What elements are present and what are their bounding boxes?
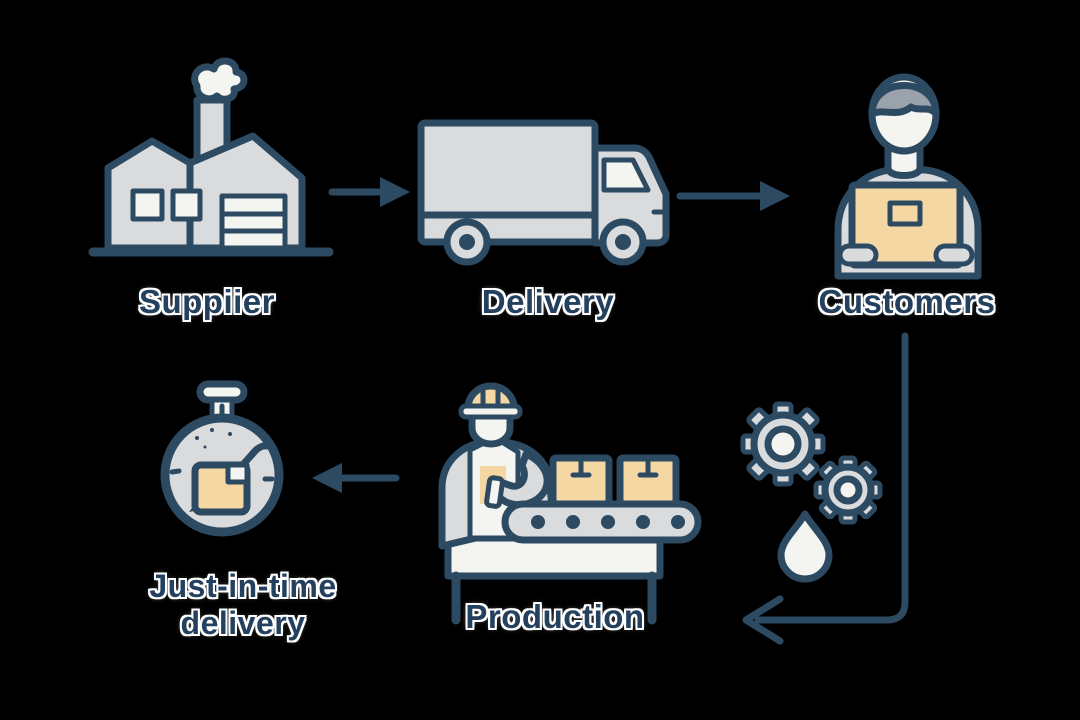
customers-node: [828, 62, 988, 280]
supplier-node: [85, 56, 335, 271]
arrow-left-icon: [312, 463, 400, 493]
jit-label-line1: Just-in-time: [149, 568, 337, 604]
process-node: [733, 398, 893, 588]
customers-label: Customers: [818, 283, 996, 320]
gear-icon: [740, 401, 826, 487]
down-left-return-arrow-icon: [742, 332, 909, 645]
small-gear-icon: [813, 455, 883, 525]
factory-icon: [88, 57, 334, 257]
truck-icon: [417, 119, 670, 266]
jit-label-line2: delivery: [180, 605, 306, 641]
worker-conveyor-icon: [438, 382, 702, 625]
arrow-right-icon: [676, 181, 790, 211]
production-node: [430, 378, 710, 628]
delivery-label: Delivery: [481, 283, 615, 320]
person-holding-box-icon: [834, 73, 982, 280]
jit-node: [150, 372, 285, 547]
gears-and-drop-icon: [740, 401, 883, 583]
supplier-label: Suppiier: [138, 283, 276, 320]
production-label: Production: [465, 598, 645, 635]
stopwatch-package-icon: [160, 380, 284, 537]
jit-label: Just-in-time delivery: [93, 568, 393, 642]
arrow-right-icon: [328, 177, 410, 207]
delivery-node: [412, 112, 682, 267]
water-drop-icon: [777, 510, 833, 583]
